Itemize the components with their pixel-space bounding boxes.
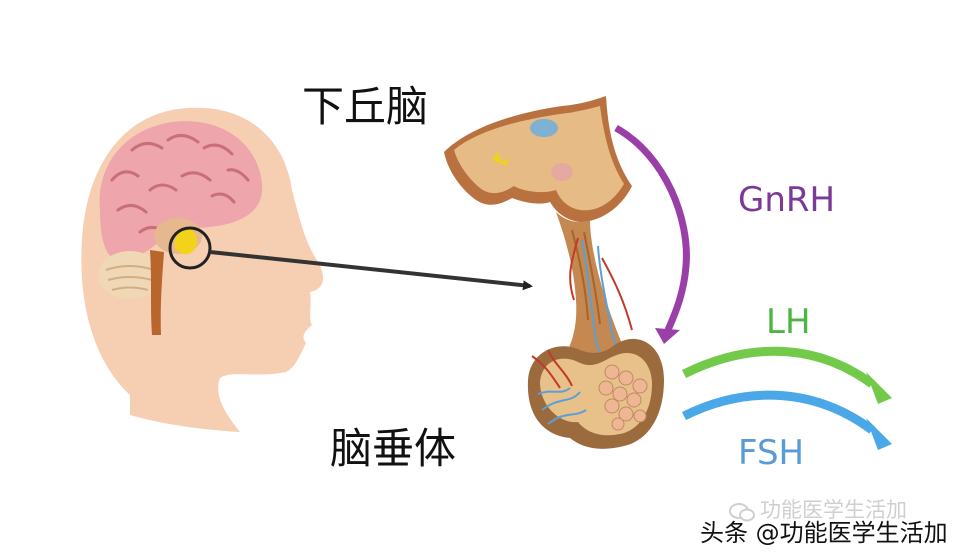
wechat-icon [729,503,755,522]
fsh-label: FSH [738,433,805,473]
gnrh-arrow [614,124,690,332]
fsh-arrow [681,390,875,434]
lh-arrowhead [866,372,892,404]
watermark-account: 功能医学生活加 [760,498,907,522]
lh-label: LH [766,302,811,342]
gnrh-label: GnRH [738,180,836,220]
fsh-arrowhead [866,418,892,450]
gnrh-arrowhead [655,328,680,344]
hypothalamus-label: 下丘脑 [302,82,429,131]
brain-icon [98,121,263,335]
lh-arrow [681,346,875,388]
pointer-arrow [209,250,533,291]
pituitary-gland-icon [444,96,664,449]
watermark-byline: 头条 @功能医学生活加 [700,519,948,547]
pituitary-label: 脑垂体 [330,424,457,473]
